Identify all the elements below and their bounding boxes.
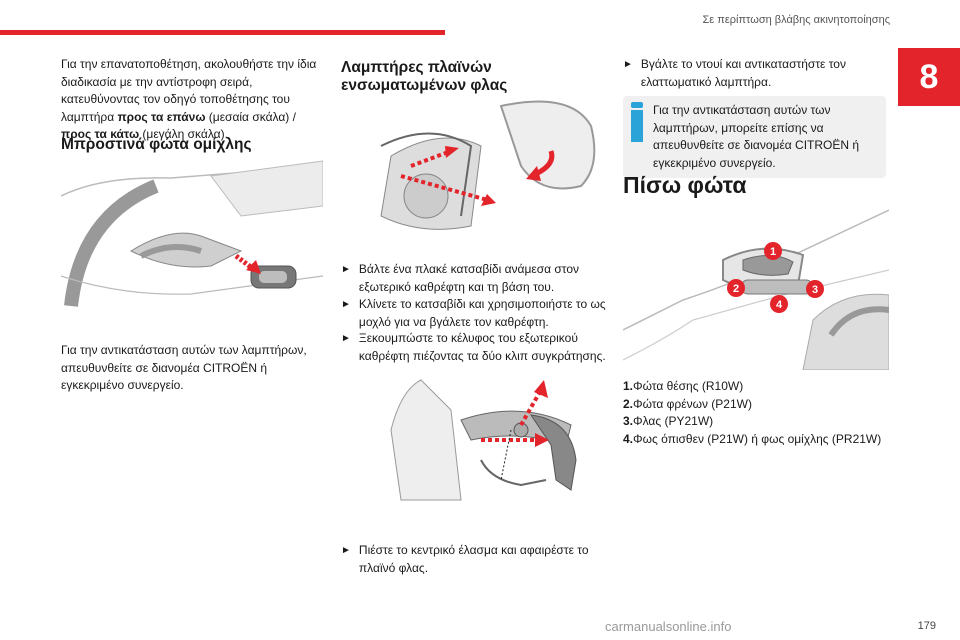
step-5-text: Βγάλτε το ντουί και αντικαταστήστε τον ε…	[640, 57, 846, 89]
reinstall-text: Για την επανατοποθέτηση, ακολουθήστε την…	[61, 57, 317, 124]
fog-light-illustration	[61, 160, 323, 307]
arrow-icon: ►	[341, 264, 351, 275]
top-red-bar	[0, 30, 445, 35]
upwards-bold: προς τα επάνω	[117, 109, 206, 124]
reinstall-text-end: (μεγάλη σκάλα).	[139, 127, 228, 141]
chapter-tab: 8	[898, 48, 960, 106]
indicator-removal-illustration	[390, 379, 577, 501]
reinstall-text-mid: (μεσαία σκάλα) /	[205, 109, 296, 124]
fog-lights-text: Για την αντικατάσταση αυτών των λαμπτήρω…	[61, 343, 307, 392]
svg-text:4: 4	[776, 299, 783, 311]
info-note-text: Για την αντικατάσταση αυτών των λαμπτήρω…	[653, 103, 860, 170]
step-1-text: Βάλτε ένα πλακέ κατσαβίδι ανάμεσα στον ε…	[358, 262, 580, 294]
side-indicator-heading: Λαμπτήρες πλαϊνών ενσωματωμένων φλας	[341, 59, 508, 94]
bulb-list-item: 2.Φώτα φρένων (P21W)	[623, 396, 752, 411]
page-number: 179	[917, 620, 936, 632]
svg-text:1: 1	[770, 246, 776, 258]
step-3-text: Ξεκουμπώστε το κέλυφος του εξωτερικού κα…	[358, 331, 606, 363]
svg-text:3: 3	[812, 284, 818, 296]
callout-3: 3	[806, 280, 824, 298]
arrow-icon: ►	[341, 299, 351, 310]
info-note: Για την αντικατάσταση αυτών των λαμπτήρω…	[623, 96, 886, 178]
rear-lights-heading: Πίσω φώτα	[623, 172, 747, 198]
step-2: ► Κλίνετε το κατσαβίδι και χρησιμοποιήστε…	[341, 296, 607, 331]
info-icon	[631, 102, 643, 142]
step-1: ► Βάλτε ένα πλακέ κατσαβίδι ανάμεσα στον …	[341, 261, 607, 296]
arrow-icon: ►	[623, 59, 633, 70]
step-5: ► Βγάλτε το ντουί και αντικαταστήστε τον …	[623, 56, 889, 91]
section-title: Σε περίπτωση βλάβης ακινητοποίησης	[702, 14, 891, 26]
step-3: ► Ξεκουμπώστε το κέλυφος του εξωτερικού κ…	[341, 330, 607, 365]
bulb-list-item: 3.Φλας (PY21W)	[623, 414, 714, 428]
fog-lights-heading: Μπροστινά φώτα ομίχλης	[61, 136, 252, 153]
callout-2: 2	[727, 279, 745, 297]
step-4: ► Πιέστε το κεντρικό έλασμα και αφαιρέστε…	[341, 542, 607, 577]
svg-text:2: 2	[733, 283, 739, 295]
step-2-text: Κλίνετε το κατσαβίδι και χρησιμοποιήστε …	[358, 297, 606, 329]
bulb-list-item: 4.Φως όπισθεν (P21W) ή φως ομίχλης (PR21…	[623, 431, 882, 446]
arrow-icon: ►	[341, 545, 351, 556]
reinstall-paragraph: Για την επανατοποθέτηση, ακολουθήστε την…	[61, 56, 323, 144]
mirror-removal-illustration	[380, 100, 596, 230]
watermark: carmanualsonline.info	[605, 619, 732, 634]
bulb-list-item: 1.Φώτα θέσης (R10W)	[623, 379, 744, 393]
callout-1: 1	[764, 242, 782, 260]
bulb-list: 1.Φώτα θέσης (R10W) 2.Φώτα φρένων (P21W)…	[623, 378, 889, 448]
rear-lamp-illustration: 1 2 3 4	[623, 209, 889, 370]
downwards-bold: προς τα κάτω	[61, 127, 140, 141]
arrow-icon: ►	[341, 333, 351, 344]
step-4-text: Πιέστε το κεντρικό έλασμα και αφαιρέστε …	[358, 543, 589, 575]
callout-4: 4	[770, 295, 788, 313]
